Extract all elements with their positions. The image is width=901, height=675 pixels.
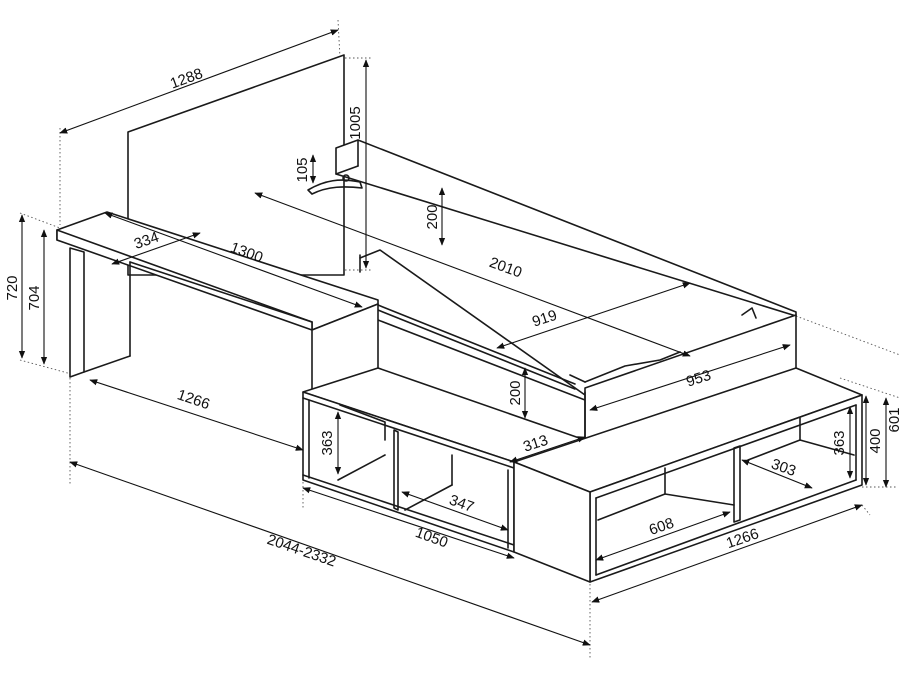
dim-line-1300 [104, 212, 363, 308]
dim-line-303 [741, 459, 813, 489]
label-363-left: 363 [319, 430, 336, 455]
dim-line-953 [589, 344, 791, 411]
label-953: 953 [684, 367, 713, 391]
label-704: 704 [26, 285, 43, 310]
label-105: 105 [294, 157, 311, 182]
label-601: 601 [886, 407, 901, 432]
desk-side [69, 247, 85, 378]
label-1288: 1288 [168, 65, 205, 92]
dim-line-2044-2332 [69, 461, 591, 646]
dim-line-1288 [59, 29, 339, 134]
dim-line-919 [496, 282, 691, 349]
dim-line-1266-desk [89, 379, 304, 451]
dimension-lines [18, 29, 890, 646]
dim-line-1266-box [591, 504, 863, 603]
lamp-handle [307, 179, 363, 195]
label-919: 919 [530, 307, 559, 331]
label-363-right: 363 [831, 430, 848, 455]
back-rail-panel [335, 139, 797, 317]
label-1005: 1005 [347, 106, 364, 139]
label-313: 313 [521, 432, 550, 456]
label-2044-2332: 2044-2332 [265, 531, 338, 570]
label-400: 400 [867, 428, 884, 453]
label-720: 720 [4, 275, 21, 300]
label-200-rail: 200 [424, 204, 441, 229]
label-200-step: 200 [507, 380, 524, 405]
dim-line-313 [509, 436, 586, 463]
label-2010: 2010 [487, 254, 524, 281]
